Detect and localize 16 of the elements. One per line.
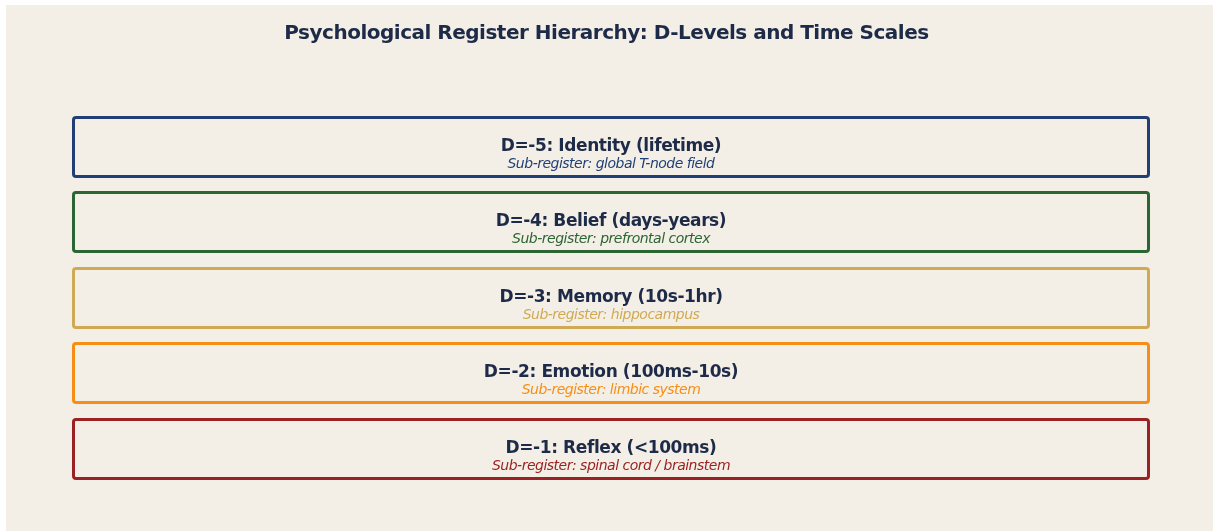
level-title: D=-4: Belief (days-years)	[495, 210, 727, 230]
level-title: D=-1: Reflex (<100ms)	[505, 437, 717, 457]
level-box	[72, 116, 1150, 178]
level-box	[72, 191, 1150, 253]
level-box	[72, 342, 1150, 404]
level-title: D=-2: Emotion (100ms-10s)	[483, 361, 739, 381]
sub-register-label: Sub-register: limbic system	[521, 381, 701, 397]
sub-register-label: Sub-register: hippocampus	[522, 306, 700, 322]
sub-register-label: Sub-register: prefrontal cortex	[512, 230, 710, 246]
sub-register-label: Sub-register: spinal cord / brainstem	[491, 457, 731, 473]
level-box	[72, 418, 1150, 480]
diagram-title: Psychological Register Hierarchy: D-Levels and Time Scales	[283, 19, 930, 46]
level-box	[72, 267, 1150, 329]
level-title: D=-5: Identity (lifetime)	[500, 135, 722, 155]
level-title: D=-3: Memory (10s-1hr)	[499, 286, 723, 306]
sub-register-label: Sub-register: global T-node field	[507, 155, 715, 171]
